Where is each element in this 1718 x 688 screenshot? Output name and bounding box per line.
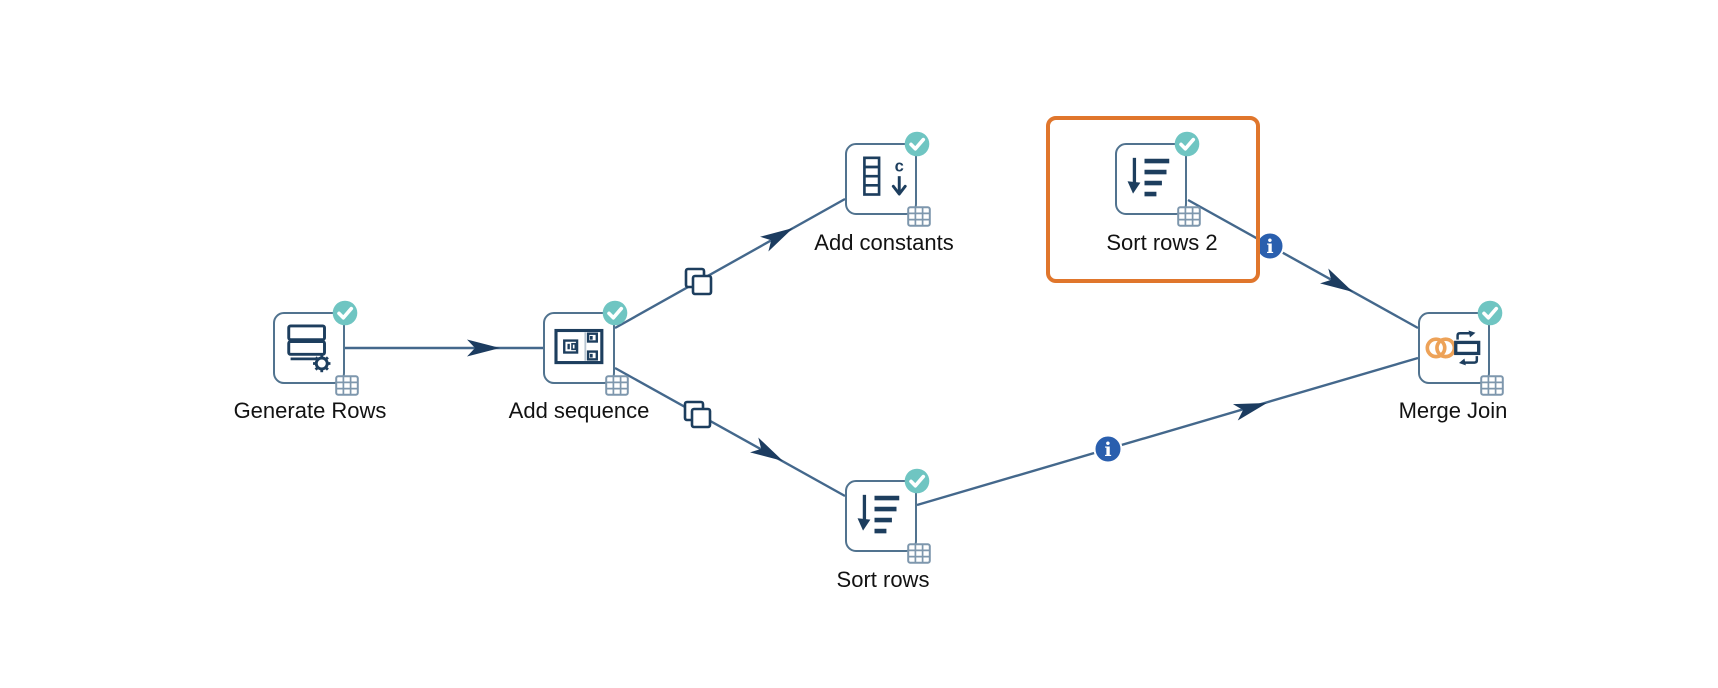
node-label-generate-rows: Generate Rows: [233, 398, 387, 423]
hop-line[interactable]: [614, 366, 846, 498]
hop-arrowhead: [760, 228, 793, 252]
copy-front-square: [690, 407, 712, 429]
data-grid-icon[interactable]: [335, 375, 359, 396]
info-glyph: i: [1104, 439, 1111, 461]
hop-generate-rows-to-add-sequence[interactable]: [345, 339, 543, 357]
node-sort-rows-2[interactable]: [1115, 131, 1201, 227]
sort-descending-icon: [857, 494, 900, 534]
node-add-constants[interactable]: c: [845, 131, 931, 227]
hop-arrowhead: [750, 437, 783, 461]
node-label-sort-rows-2: Sort rows 2: [1106, 230, 1218, 255]
node-label-add-constants: Add constants: [814, 230, 954, 255]
hop-line[interactable]: [614, 197, 846, 330]
svg-text:c: c: [895, 158, 904, 176]
node-sort-rows[interactable]: [845, 468, 931, 564]
gear-icon: [313, 354, 331, 373]
data-grid-icon[interactable]: [605, 375, 629, 396]
hop-add-sequence-to-sort-rows[interactable]: [614, 366, 846, 498]
column-constant-icon: c: [863, 156, 907, 196]
success-check-badge: [1477, 300, 1503, 326]
check-icon: [337, 306, 354, 320]
hop-line[interactable]: [916, 356, 1419, 507]
table-rows-gear-icon: [287, 324, 331, 373]
node-label-merge-join: Merge Join: [1398, 398, 1508, 423]
hop-line[interactable]: [1187, 198, 1419, 330]
success-check-badge: [602, 300, 628, 326]
check-icon: [909, 137, 926, 151]
check-icon: [607, 306, 624, 320]
node-generate-rows[interactable]: [273, 300, 359, 396]
check-icon: [1482, 306, 1499, 320]
success-check-badge: [1174, 131, 1200, 157]
info-icon[interactable]: i: [1255, 231, 1285, 261]
copy-rows-icon: [684, 267, 713, 296]
success-check-badge: [904, 131, 930, 157]
data-grid-icon[interactable]: [907, 543, 931, 564]
copy-front-square: [691, 274, 713, 296]
success-check-badge: [332, 300, 358, 326]
data-grid-icon[interactable]: [907, 206, 931, 227]
hop-arrowhead: [467, 339, 500, 357]
info-glyph: i: [1266, 236, 1273, 258]
hop-arrowhead: [1232, 403, 1267, 421]
info-circle: [1093, 434, 1123, 464]
hop-sort-rows-to-merge-join[interactable]: [916, 356, 1419, 507]
info-icon[interactable]: i: [1093, 434, 1123, 464]
hop-add-sequence-to-add-constants[interactable]: [614, 197, 846, 330]
check-icon: [909, 474, 926, 488]
node-label-sort-rows: Sort rows: [836, 567, 930, 592]
copy-rows-icon: [683, 400, 712, 429]
data-grid-icon[interactable]: [1480, 375, 1504, 396]
merge-join-rings-icon: [1425, 330, 1481, 366]
data-grid-icon[interactable]: [1177, 206, 1201, 227]
node-add-sequence[interactable]: [543, 300, 629, 396]
node-label-add-sequence: Add sequence: [508, 398, 650, 423]
check-icon: [1179, 137, 1196, 151]
sort-descending-icon: [1127, 157, 1170, 197]
hop-sort-rows-2-to-merge-join[interactable]: [1187, 198, 1419, 330]
node-merge-join[interactable]: [1418, 300, 1504, 396]
success-check-badge: [904, 468, 930, 494]
sequence-id-icon: [554, 328, 604, 365]
selection-highlight: [1046, 116, 1260, 283]
hop-arrowhead: [1320, 268, 1353, 292]
